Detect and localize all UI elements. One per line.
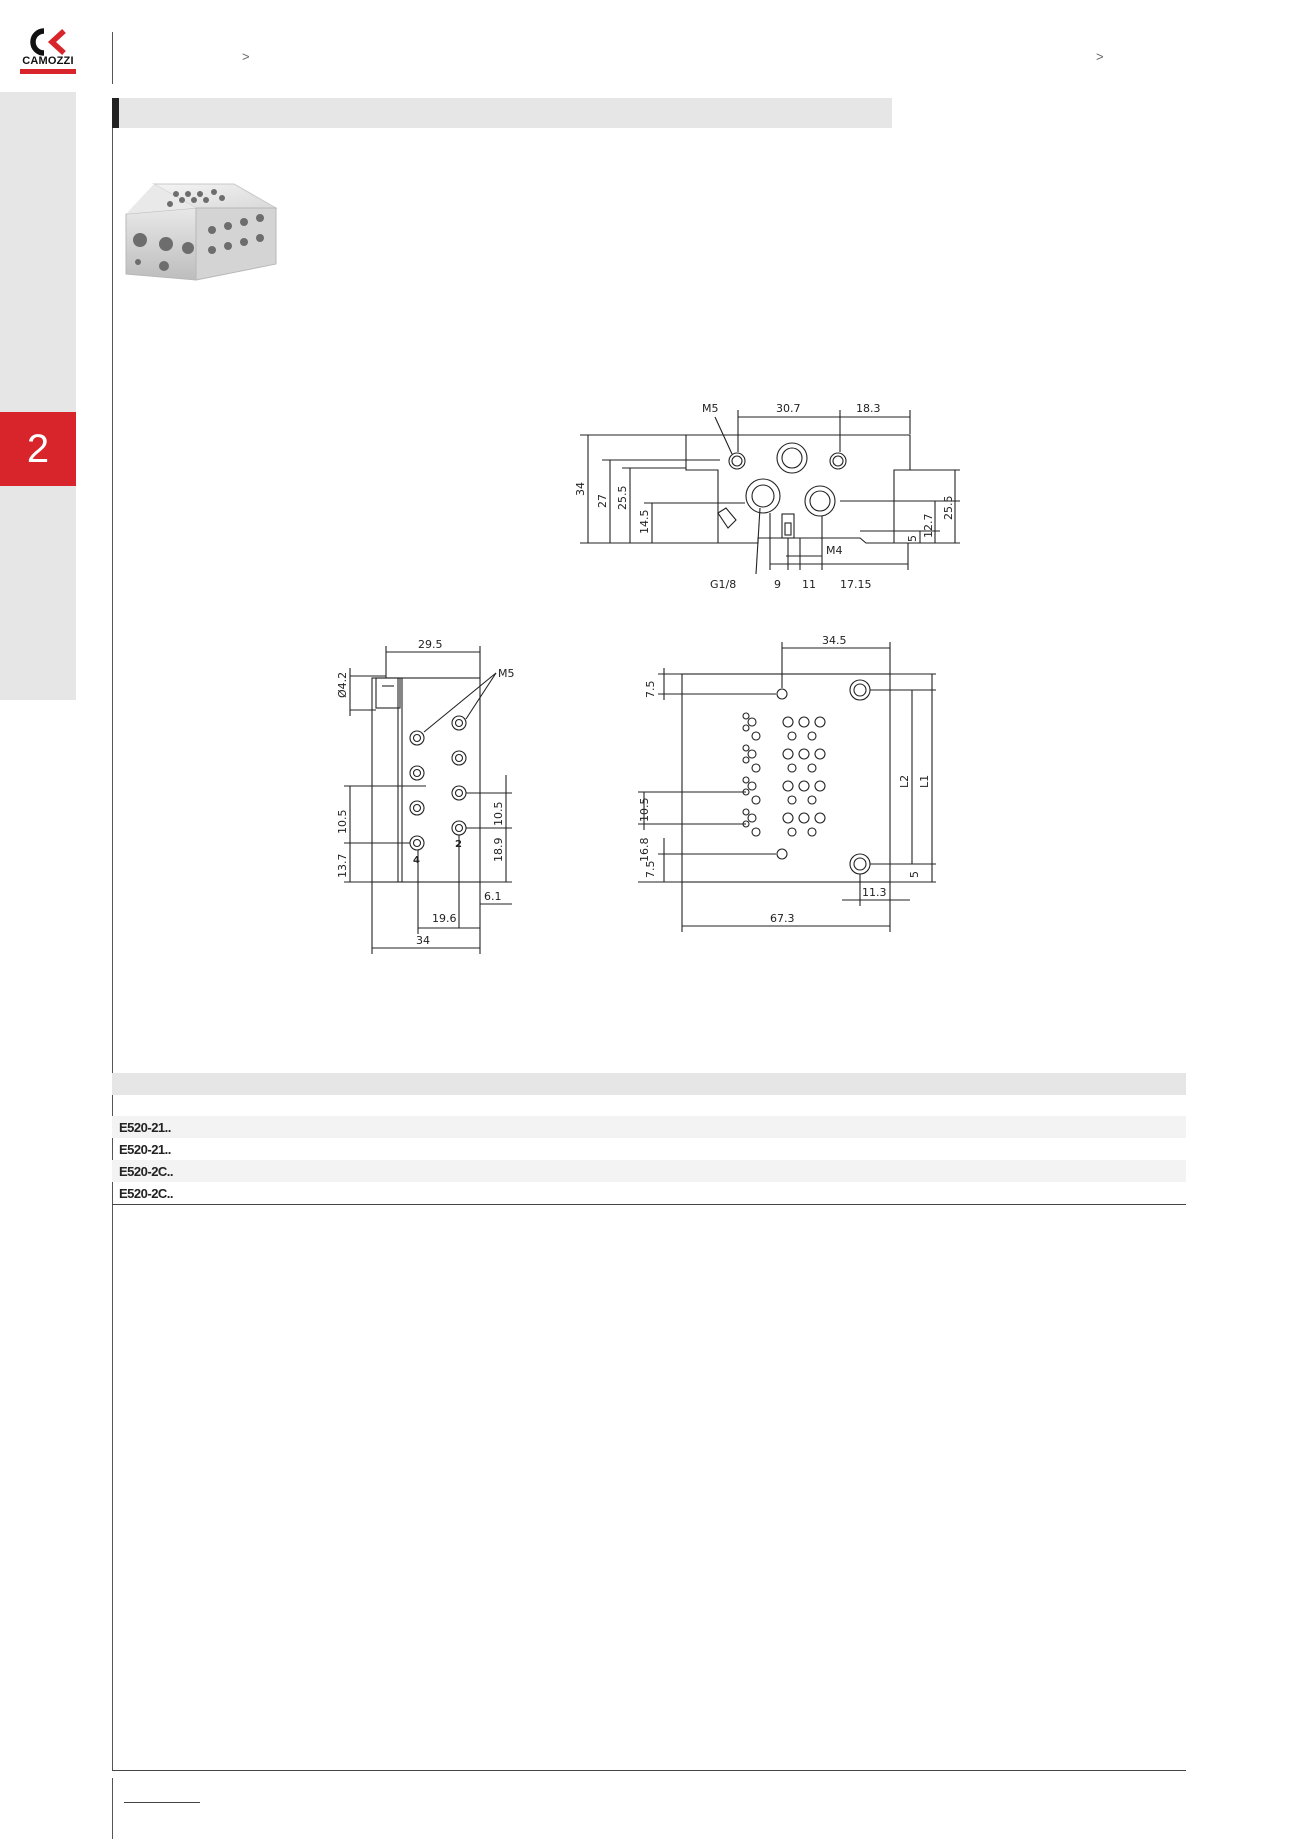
dim-11-3: 11.3 [862, 886, 887, 899]
dim-11: 11 [802, 578, 816, 591]
section-header-bar [112, 98, 892, 128]
dim-5-top: 5 [906, 535, 919, 542]
port-label-4: 4 [413, 855, 420, 866]
camozzi-logo: CAMOZZI [18, 28, 78, 74]
section-header-marker [112, 98, 119, 128]
page-number-line [124, 1802, 200, 1803]
chapter-sidebar [0, 92, 76, 700]
table-row: E520-2C.. [112, 1182, 1186, 1204]
dim-16-8: 16.8 [638, 838, 651, 863]
logo-red-bar [20, 69, 76, 74]
dim-19-6: 19.6 [432, 912, 457, 925]
dim-10-5-side-right: 10.5 [492, 802, 505, 827]
dim-29-5: 29.5 [418, 638, 443, 651]
dim-34-5: 34.5 [822, 634, 847, 647]
dim-18-9: 18.9 [492, 838, 505, 863]
dim-l2: L2 [898, 775, 911, 788]
breadcrumb-separator-2: > [1096, 49, 1104, 64]
dim-6-1: 6.1 [484, 890, 502, 903]
port-label-2: 2 [455, 839, 462, 850]
dim-9: 9 [774, 578, 781, 591]
dim-25-5-right: 25.5 [942, 496, 955, 521]
chapter-tab[interactable]: 2 [0, 412, 76, 486]
logo-wordmark: CAMOZZI [22, 55, 74, 67]
dim-5-front: 5 [908, 871, 921, 878]
row-code: E520-2C.. [119, 1186, 174, 1201]
table-row: E520-2C.. [112, 1160, 1186, 1182]
dim-10-5-front: 10.5 [638, 798, 651, 823]
page-left-rule [112, 98, 113, 1770]
table-bottom-rule [112, 1204, 1186, 1205]
footer-left-rule [112, 1778, 113, 1839]
dim-30-7: 30.7 [776, 402, 801, 415]
header-divider [112, 32, 113, 84]
dim-14-5: 14.5 [638, 510, 651, 535]
dim-18-3: 18.3 [856, 402, 881, 415]
dim-27: 27 [596, 494, 609, 508]
drawing-top-view: M5 30.7 18.3 M4 G1/8 9 11 17.15 34 27 25… [574, 402, 960, 591]
dim-34-top: 34 [574, 482, 587, 496]
dim-l1: L1 [918, 775, 931, 788]
dim-m4: M4 [826, 544, 843, 557]
dim-g1-8: G1/8 [710, 578, 736, 591]
breadcrumb-separator-1: > [242, 49, 250, 64]
dim-34-side: 34 [416, 934, 430, 947]
product-image [125, 183, 278, 281]
row-code: E520-21.. [119, 1142, 171, 1157]
dim-12-7: 12.7 [922, 514, 935, 539]
dim-7-5-bottom: 7.5 [644, 861, 657, 879]
dim-7-5-top: 7.5 [644, 681, 657, 699]
table-row: E520-21.. [112, 1138, 1186, 1160]
table-header-bar [112, 1073, 1186, 1095]
row-code: E520-2C.. [119, 1164, 174, 1179]
dim-phi-4-2: Ø4.2 [336, 672, 349, 698]
drawing-side-view: 29.5 M5 Ø4.2 10.5 13.7 10.5 18.9 6.1 19.… [336, 638, 515, 954]
dim-17-15: 17.15 [840, 578, 872, 591]
dim-10-5-side-left: 10.5 [336, 810, 349, 835]
logo-mark-icon [30, 28, 66, 56]
table-row: E520-21.. [112, 1116, 1186, 1138]
dim-13-7: 13.7 [336, 854, 349, 879]
dim-m5-top: M5 [702, 402, 719, 415]
drawing-front-view: 34.5 7.5 10.5 16.8 7.5 L2 L1 5 11.3 67.3 [638, 634, 936, 932]
row-code: E520-21.. [119, 1120, 171, 1135]
footer-rule [112, 1770, 1186, 1771]
dim-m5-side: M5 [498, 667, 515, 680]
dim-25-5-left: 25.5 [616, 486, 629, 511]
dim-67-3: 67.3 [770, 912, 795, 925]
